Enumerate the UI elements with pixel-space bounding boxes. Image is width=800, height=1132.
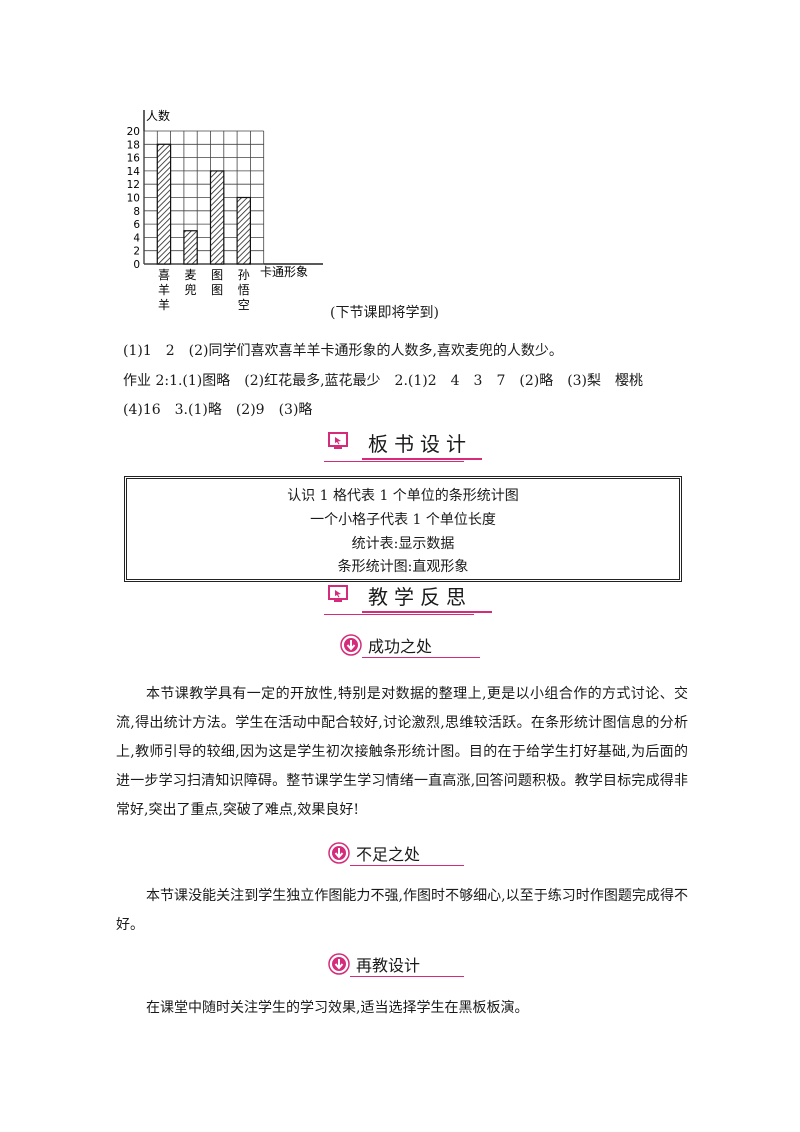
category-label-char: 空: [238, 298, 250, 312]
answer-line-2: 作业 2:1.(1)图略 (2)红花最多,蓝花最少 2.(1)2 4 3 7 (…: [123, 373, 644, 389]
bar-喜羊羊: [156, 143, 172, 265]
y-tick-label: 0: [133, 259, 140, 271]
category-label-char: 羊: [158, 282, 170, 297]
category-label-char: 喜: [158, 268, 170, 282]
board-line-3: 统计表:显示数据: [351, 536, 455, 552]
redesign-header: 再教设计: [328, 951, 468, 981]
down-arrow-circle-icon: [328, 953, 350, 975]
y-tick-label: 14: [127, 166, 141, 178]
bar-图图: [209, 170, 225, 265]
board-line-1: 认识 1 格代表 1 个单位的条形统计图: [287, 488, 519, 504]
board-line-4: 条形统计图:直观形象: [337, 559, 469, 575]
category-label-char: 麦: [185, 268, 197, 282]
y-tick-label: 2: [133, 246, 140, 258]
redesign-title: 再教设计: [356, 956, 421, 975]
category-label-char: 羊: [158, 297, 170, 312]
shortcoming-title: 不足之处: [356, 845, 421, 864]
y-axis-label: 人数: [146, 108, 170, 123]
y-tick-label: 6: [133, 219, 140, 231]
success-title: 成功之处: [368, 637, 433, 656]
board-line-2: 一个小格子代表 1 个单位长度: [310, 512, 496, 528]
reflection-section-title: 教学反思: [368, 585, 472, 609]
chart-caption: (下节课即将学到): [330, 305, 439, 321]
y-tick-label: 16: [127, 153, 141, 165]
chart-bars: [156, 143, 251, 265]
x-axis-label: 卡通形象: [260, 265, 308, 279]
y-tick-label: 12: [127, 179, 140, 191]
board-design-box: 认识 1 格代表 1 个单位的条形统计图 一个小格子代表 1 个单位长度 统计表…: [124, 476, 682, 582]
y-tick-label: 4: [133, 232, 140, 244]
redesign-paragraph: 在课堂中随时关注学生的学习效果,适当选择学生在黑板板演。: [146, 1000, 529, 1016]
shortcoming-header: 不足之处: [328, 840, 468, 870]
bar-麦兜: [183, 230, 198, 265]
y-tick-label: 18: [127, 139, 140, 151]
monitor-cursor-icon: [328, 432, 348, 449]
y-tick-label: 8: [133, 206, 140, 218]
answer-line-1: (1)1 2 (2)同学们喜欢喜羊羊卡通形象的人数多,喜欢麦兜的人数少。: [123, 343, 563, 359]
shortcoming-paragraph: 本节课没能关注到学生独立作图能力不强,作图时不够细心,以至于练习时作图题完成得不…: [116, 888, 688, 933]
y-tick-label: 10: [127, 193, 140, 205]
bar-孙悟空: [236, 196, 251, 265]
board-section-title: 板书设计: [368, 432, 472, 456]
category-label-char: 孙: [238, 268, 250, 282]
down-arrow-circle-icon: [340, 634, 362, 656]
down-arrow-circle-icon: [328, 842, 350, 864]
success-header: 成功之处: [340, 632, 480, 662]
answer-line-3: (4)16 3.(1)略 (2)9 (3)略: [123, 402, 313, 418]
category-label-char: 图: [211, 283, 223, 297]
y-tick-label: 20: [127, 126, 140, 138]
monitor-cursor-icon: [328, 585, 348, 602]
category-label-char: 悟: [238, 282, 250, 297]
reflection-section-header: 教学反思: [324, 581, 498, 615]
success-paragraph: 本节课教学具有一定的开放性,特别是对数据的整理上,更是以小组合作的方式讨论、交流…: [116, 686, 688, 818]
category-label-char: 图: [211, 268, 223, 282]
board-section-header: 板书设计: [324, 428, 488, 462]
category-label-char: 兜: [185, 282, 197, 297]
